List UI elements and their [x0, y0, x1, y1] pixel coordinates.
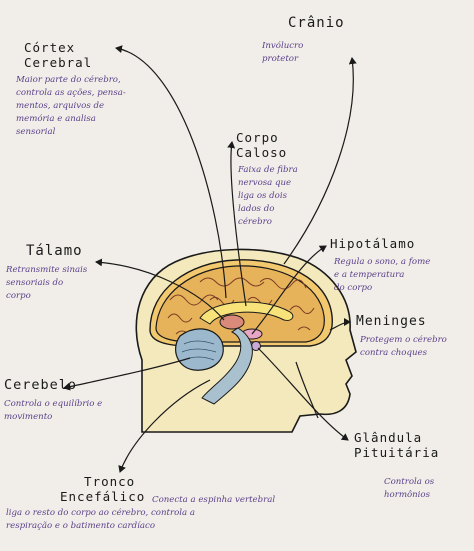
desc-glandula-line: hormônios [384, 490, 431, 500]
desc-cerebelo: Controla o equilíbrio e movimento [4, 398, 102, 424]
desc-cerebelo-line: Controla o equilíbrio e [4, 399, 103, 409]
label-cerebelo-title: Cerebelo [4, 377, 78, 393]
desc-talamo-line: Retransmite sinais [6, 265, 88, 275]
label-talamo-title: Tálamo [26, 243, 83, 259]
label-glandula: Glândula Pituitária [354, 430, 439, 460]
desc-hipotalamo-line: do corpo [334, 283, 373, 293]
desc-cortex-line: mentos, arquivos de [16, 101, 105, 111]
desc-cerebelo-line: movimento [4, 412, 53, 422]
desc-hipotalamo: Regula o sono, a fome e a temperatura do… [334, 256, 430, 295]
desc-hipotalamo-line: e a temperatura [334, 270, 405, 280]
label-talamo: Tálamo [26, 244, 83, 259]
brainstem [201, 327, 253, 405]
desc-tronco-line: liga o resto do corpo ao cérebro, contro… [6, 508, 195, 518]
label-corpo-caloso-title: Caloso [236, 145, 288, 160]
desc-cortex-line: memória e analisa [16, 114, 96, 124]
desc-meninges-line: contra choques [360, 348, 427, 358]
label-cortex-title: Cerebral [24, 55, 93, 70]
label-corpo-caloso: Corpo Caloso [236, 130, 287, 160]
label-hipotalamo: Hipotálamo [330, 236, 415, 251]
desc-tronco-line: Conecta a espinha vertebral [152, 495, 276, 505]
desc-meninges-line: Protegem o cérebro [360, 335, 447, 345]
desc-talamo-line: sensoriais do [6, 278, 64, 288]
desc-talamo-line: corpo [6, 291, 31, 301]
label-cranio: Crânio [288, 16, 345, 31]
desc-cranio-line: Invólucro [262, 41, 304, 51]
desc-meninges: Protegem o cérebro contra choques [360, 334, 447, 360]
label-glandula-title: Pituitária [354, 445, 440, 460]
corpus-callosum [199, 301, 294, 325]
label-tronco-title: Tronco [84, 474, 136, 489]
desc-corpo-caloso-line: cérebro [238, 217, 272, 227]
desc-cortex-line: Maior parte do cérebro, [16, 75, 121, 85]
desc-glandula-line: Controla os [384, 477, 435, 487]
desc-corpo-caloso-line: lados do [238, 204, 275, 214]
desc-cortex: Maior parte do cérebro, controla as açõe… [16, 74, 126, 139]
desc-corpo-caloso-line: liga os dois [238, 191, 288, 201]
label-glandula-title: Glândula [354, 430, 423, 445]
cerebellum [175, 328, 224, 371]
desc-corpo-caloso-line: Faixa de fibra [238, 165, 298, 175]
label-hipotalamo-title: Hipotálamo [330, 236, 416, 251]
desc-hipotalamo-line: Regula o sono, a fome [334, 257, 431, 267]
desc-cranio-line: protetor [262, 54, 299, 64]
label-tronco-title: Encefálico [60, 489, 146, 504]
desc-cranio: Invólucro protetor [262, 40, 303, 66]
label-meninges-title: Meninges [356, 314, 427, 329]
pointer-arrows [63, 45, 357, 473]
label-cranio-title: Crânio [288, 15, 345, 31]
neck-line [295, 361, 319, 419]
desc-corpo-caloso: Faixa de fibra nervosa que liga os dois … [238, 164, 298, 229]
label-tronco: Tronco Encefálico [60, 474, 145, 504]
desc-tronco-line: respiração e o batimento cardíaco [6, 521, 156, 531]
desc-glandula: Controla os hormônios [384, 476, 434, 502]
label-cortex-title: Córtex [24, 40, 76, 55]
desc-cortex-line: controla as ações, pensa- [16, 88, 126, 98]
desc-tronco: Conecta a espinha vertebral liga o resto… [6, 494, 275, 533]
desc-talamo: Retransmite sinais sensoriais do corpo [6, 264, 87, 303]
label-meninges: Meninges [356, 314, 427, 329]
label-corpo-caloso-title: Corpo [236, 130, 279, 145]
desc-cortex-line: sensorial [16, 127, 56, 137]
desc-corpo-caloso-line: nervosa que [238, 178, 292, 188]
label-cerebelo: Cerebelo [4, 378, 77, 393]
thalamus [219, 314, 245, 330]
label-cortex: Córtex Cerebral [24, 40, 92, 70]
